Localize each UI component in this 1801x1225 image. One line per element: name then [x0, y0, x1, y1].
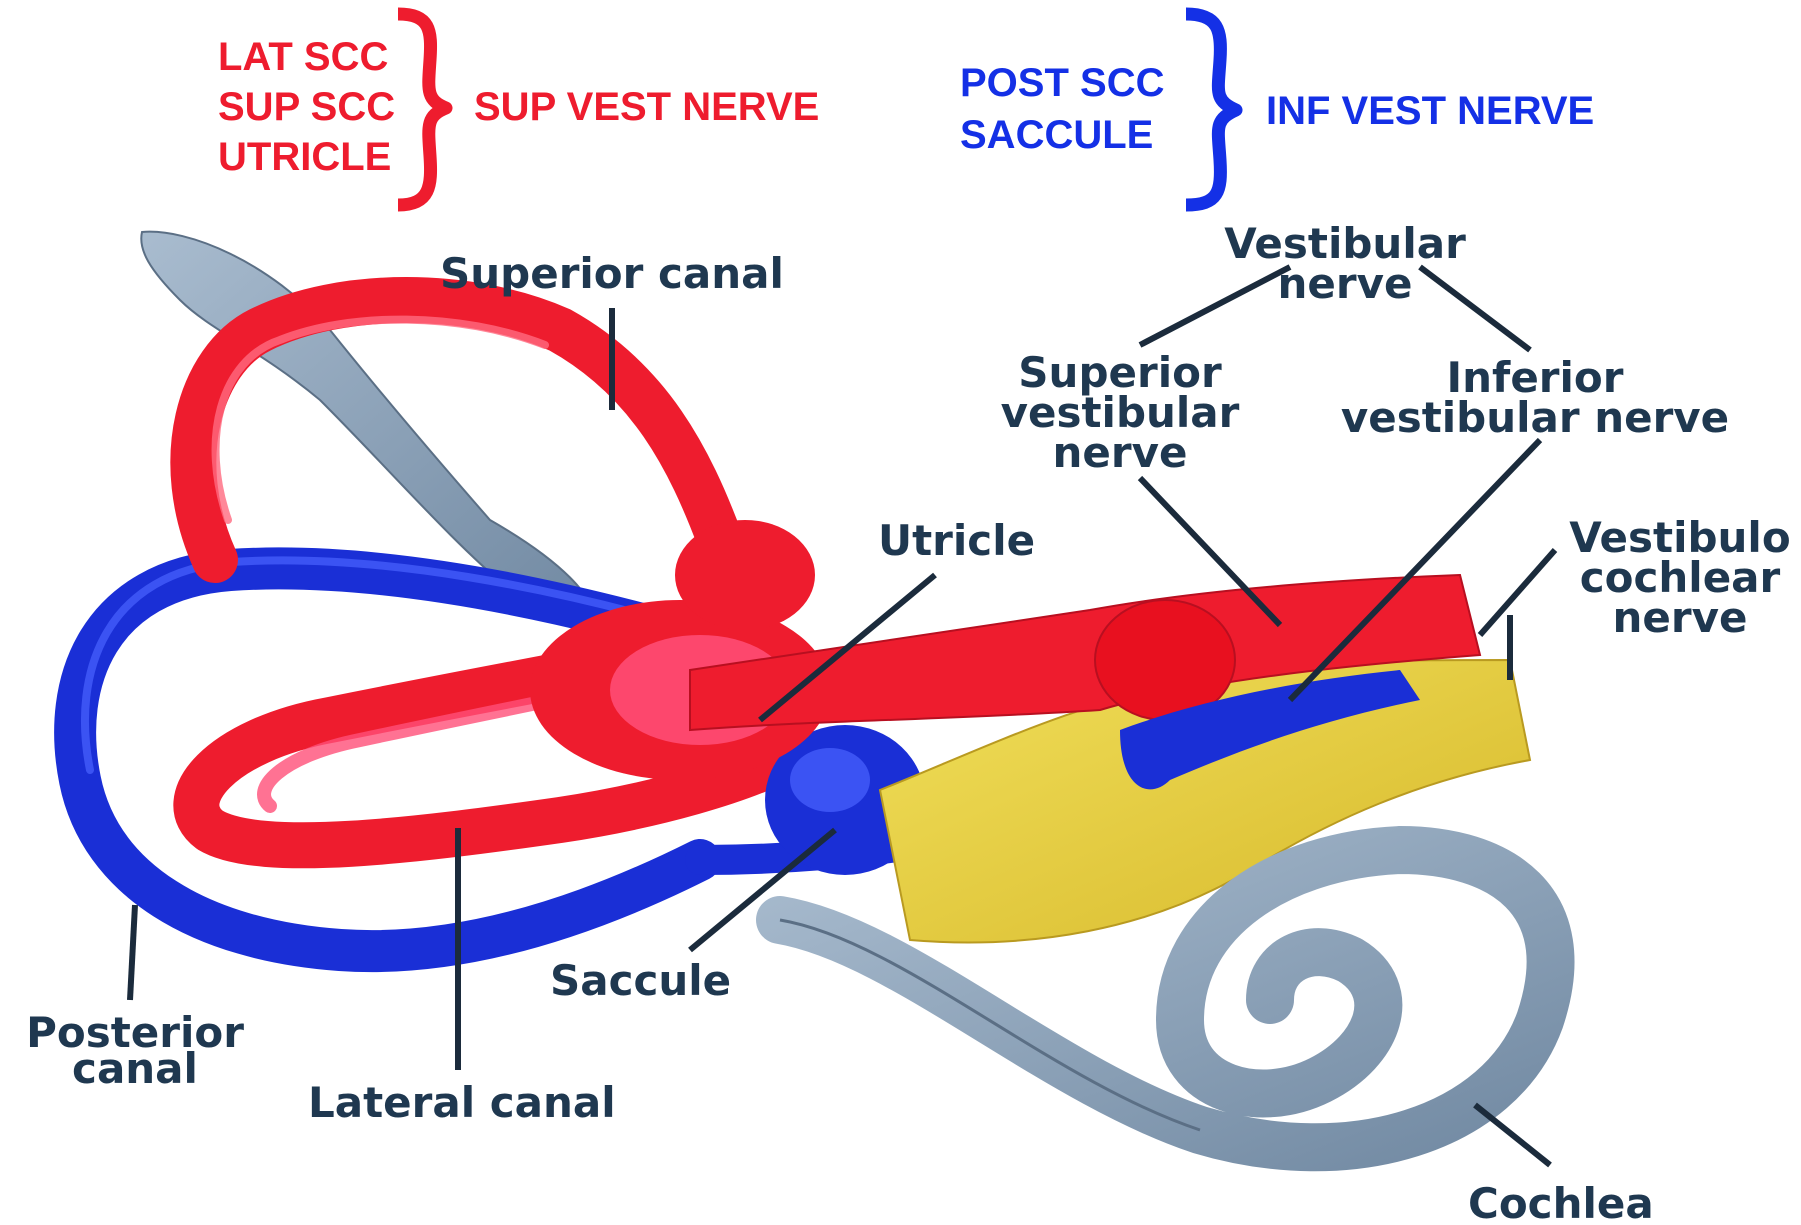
label-inferior-vestibular-nerve: Inferior vestibular nerve [1341, 353, 1729, 442]
key-lat-scc: LAT SCC [218, 35, 388, 79]
key-post-scc: POST SCC [960, 61, 1164, 105]
label-posterior-canal: Posterior canal [26, 1008, 244, 1093]
label-superior-canal: Superior canal [440, 249, 784, 298]
label-saccule: Saccule [550, 956, 731, 1005]
key-inf-vest-nerve: INF VEST NERVE [1266, 89, 1594, 133]
label-inferior-vestibular-nerve-line-2: vestibular nerve [1341, 393, 1729, 442]
label-vestibulocochlear-nerve: Vestibulo cochlear nerve [1569, 513, 1790, 642]
saccule-highlight [790, 748, 870, 812]
key-utricle: UTRICLE [218, 135, 391, 179]
label-cochlea: Cochlea [1468, 1179, 1654, 1225]
label-posterior-canal-line-2: canal [72, 1044, 198, 1093]
label-vestibulocochlear-nerve-line-3: nerve [1613, 593, 1748, 642]
superior-ampulla-shape [675, 520, 815, 630]
inferior-division-key: POST SCC SACCULE INF VEST NERVE [960, 14, 1594, 205]
key-sup-vest-nerve: SUP VEST NERVE [474, 85, 819, 129]
label-superior-vestibular-nerve: Superior vestibular nerve [1001, 348, 1240, 477]
key-saccule: SACCULE [960, 113, 1153, 157]
red-brace [398, 14, 446, 205]
label-lateral-canal: Lateral canal [308, 1078, 616, 1127]
label-superior-vestibular-nerve-line-3: nerve [1053, 428, 1188, 477]
label-utricle: Utricle [878, 516, 1035, 565]
label-vestibular-nerve: Vestibular nerve [1224, 219, 1466, 308]
label-vestibular-nerve-line-2: nerve [1278, 259, 1413, 308]
blue-brace [1186, 14, 1236, 205]
superior-division-key: LAT SCC SUP SCC UTRICLE SUP VEST NERVE [218, 14, 819, 205]
key-sup-scc: SUP SCC [218, 85, 395, 129]
